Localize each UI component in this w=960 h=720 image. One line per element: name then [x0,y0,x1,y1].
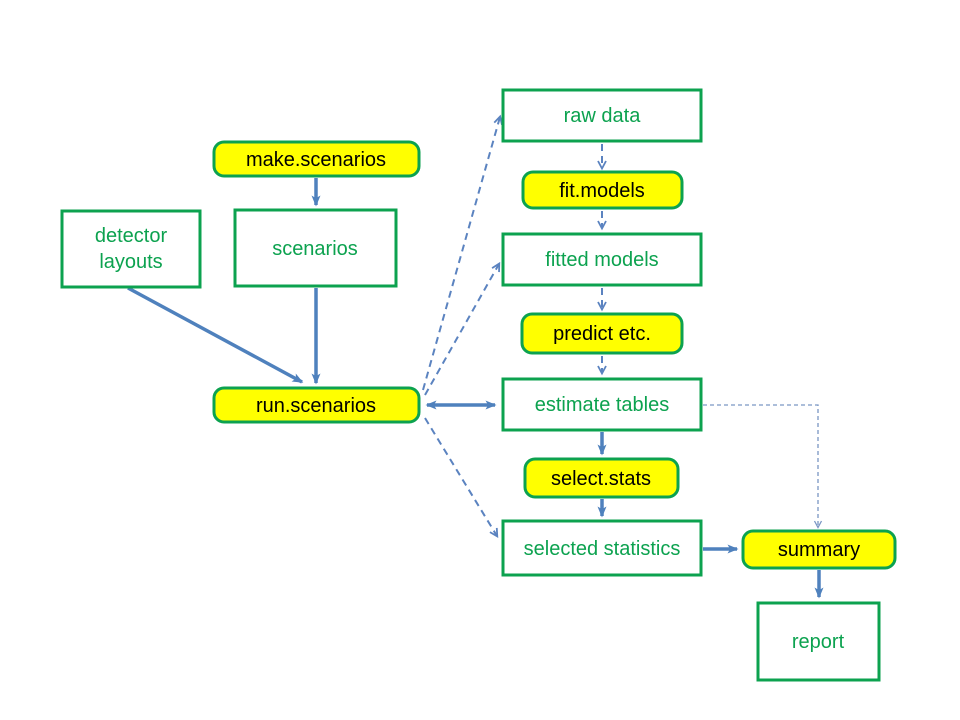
node-scenarios: scenarios [233,208,398,288]
node-run-scenarios-label: run.scenarios [256,395,376,417]
node-estimate-tables: estimate tables [501,377,703,432]
node-run-scenarios: run.scenarios [212,386,421,424]
node-fitted-models-label: fitted models [545,249,658,271]
node-fit-models: fit.models [521,170,684,210]
node-raw-data-label: raw data [564,105,642,127]
node-detector-layouts-label-line1: detector [95,225,168,247]
node-report-label: report [792,631,845,653]
node-make-scenarios: make.scenarios [212,140,421,178]
node-scenarios-label: scenarios [272,238,358,260]
arrow-run-scenarios-to-raw-data [422,114,503,391]
arrow-run-scenarios-to-selected-statistics [424,417,499,539]
node-selected-statistics-label: selected statistics [524,538,681,560]
node-report: report [756,601,881,682]
node-predict-etc: predict etc. [520,312,684,355]
arrow-estimate-tables-to-summary [703,404,823,529]
node-fitted-models: fitted models [501,232,703,287]
node-fit-models-label: fit.models [559,180,645,202]
arrow-detector-layouts-to-run-scenarios [127,286,304,384]
node-detector-layouts-label-line2: layouts [99,251,162,273]
node-detector-layouts: detector layouts [60,209,202,289]
node-summary-label: summary [778,539,860,561]
node-estimate-tables-label: estimate tables [535,394,670,416]
node-selected-statistics: selected statistics [501,519,703,577]
node-make-scenarios-label: make.scenarios [246,149,386,171]
node-select-stats: select.stats [523,457,680,499]
node-select-stats-label: select.stats [551,468,651,490]
arrow-run-scenarios-to-fitted-models [424,261,501,396]
node-raw-data: raw data [501,88,703,143]
node-predict-etc-label: predict etc. [553,323,651,345]
node-summary: summary [741,529,897,570]
